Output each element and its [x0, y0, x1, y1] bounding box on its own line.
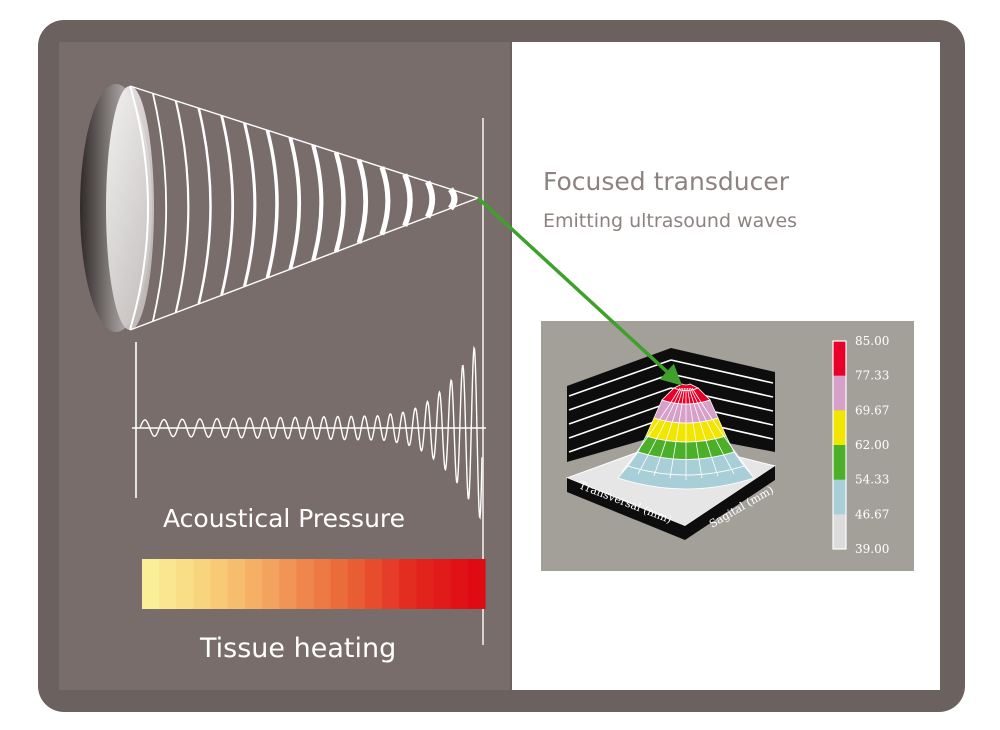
heat-swatch [193, 559, 212, 609]
heat-swatch [450, 559, 469, 609]
ultrasound-beam [129, 85, 479, 331]
surface-mesh-line [688, 387, 719, 477]
heat-swatch [210, 559, 229, 609]
plot-colorbar: 85.00 77.33 69.67 62.00 54.33 46.67 39.00 [832, 334, 889, 556]
heat-swatch [467, 559, 486, 609]
transducer-subtitle: Emitting ultrasound waves [543, 210, 797, 232]
wave-front-arc [197, 107, 212, 305]
heat-swatch [347, 559, 366, 609]
surface-mesh-line [691, 387, 751, 473]
colorbar-swatch [833, 514, 846, 550]
waveform-axes [132, 342, 486, 498]
transducer-title: Focused transducer [543, 167, 790, 196]
heat-swatch [313, 559, 332, 609]
surface-mesh-line [669, 387, 685, 479]
heating-label: Tissue heating [199, 633, 396, 664]
colorbar-swatch [833, 375, 846, 411]
wave-front-arc [311, 144, 324, 262]
wave-front-arc [425, 180, 436, 219]
wave-front-arc [220, 115, 235, 296]
pressure-surface-plot: Transversal (mm) Sagital (mm) 85.0077.33… [541, 321, 914, 571]
heat-swatch [262, 559, 280, 609]
wave-front-arc [448, 187, 458, 211]
colorbar-tick-label: 69.67 [855, 403, 889, 417]
colorbar-swatch [833, 445, 846, 481]
surface-mesh-line [621, 387, 681, 473]
heat-swatch [296, 559, 315, 609]
colorbar-tick-label: 85.00 [855, 334, 889, 348]
wave-front-arc [288, 137, 302, 270]
colorbar-tick-label: 54.33 [855, 473, 889, 487]
colorbar-tick-label: 62.00 [855, 438, 889, 452]
wave-front-arc [242, 122, 257, 287]
colorbar-tick-label: 46.67 [855, 507, 889, 521]
colorbar-swatch [833, 479, 846, 515]
surface-mesh-line [687, 387, 703, 479]
heat-swatch [433, 559, 452, 609]
heat-swatch [244, 559, 263, 609]
heat-swatch [399, 559, 417, 609]
waveform-label: Acoustical Pressure [163, 504, 405, 533]
heat-swatch [142, 559, 160, 609]
wave-front-arc [265, 129, 279, 279]
heat-swatch [176, 559, 195, 609]
heat-swatch [364, 559, 383, 609]
heat-swatch [382, 559, 400, 609]
wave-front-arc [402, 173, 413, 227]
heat-swatch [330, 559, 349, 609]
colorbar-outline [832, 340, 847, 550]
heat-swatch [159, 559, 177, 609]
acoustic-pressure-waveform [139, 345, 483, 520]
wave-front-arc [379, 166, 391, 236]
colorbar-swatch [833, 341, 846, 377]
colorbar-tick-label: 39.00 [855, 542, 889, 556]
wave-front-arc [356, 158, 369, 244]
colorbar-swatch [833, 410, 846, 446]
wave-front-arc [174, 100, 190, 313]
focus-arrow [476, 196, 683, 386]
transducer-dish [80, 84, 154, 332]
wave-front-arc [333, 151, 346, 253]
tissue-heating-bar [142, 559, 486, 609]
surface-mesh-line [637, 387, 682, 475]
heat-swatch [227, 559, 246, 609]
heat-swatch [279, 559, 297, 609]
surface-mesh-line [653, 387, 684, 477]
surface-mesh-line [690, 387, 735, 475]
wave-fronts [152, 93, 458, 322]
heat-swatch [416, 559, 435, 609]
wave-front-arc [152, 93, 168, 322]
colorbar-tick-label: 77.33 [855, 369, 889, 383]
